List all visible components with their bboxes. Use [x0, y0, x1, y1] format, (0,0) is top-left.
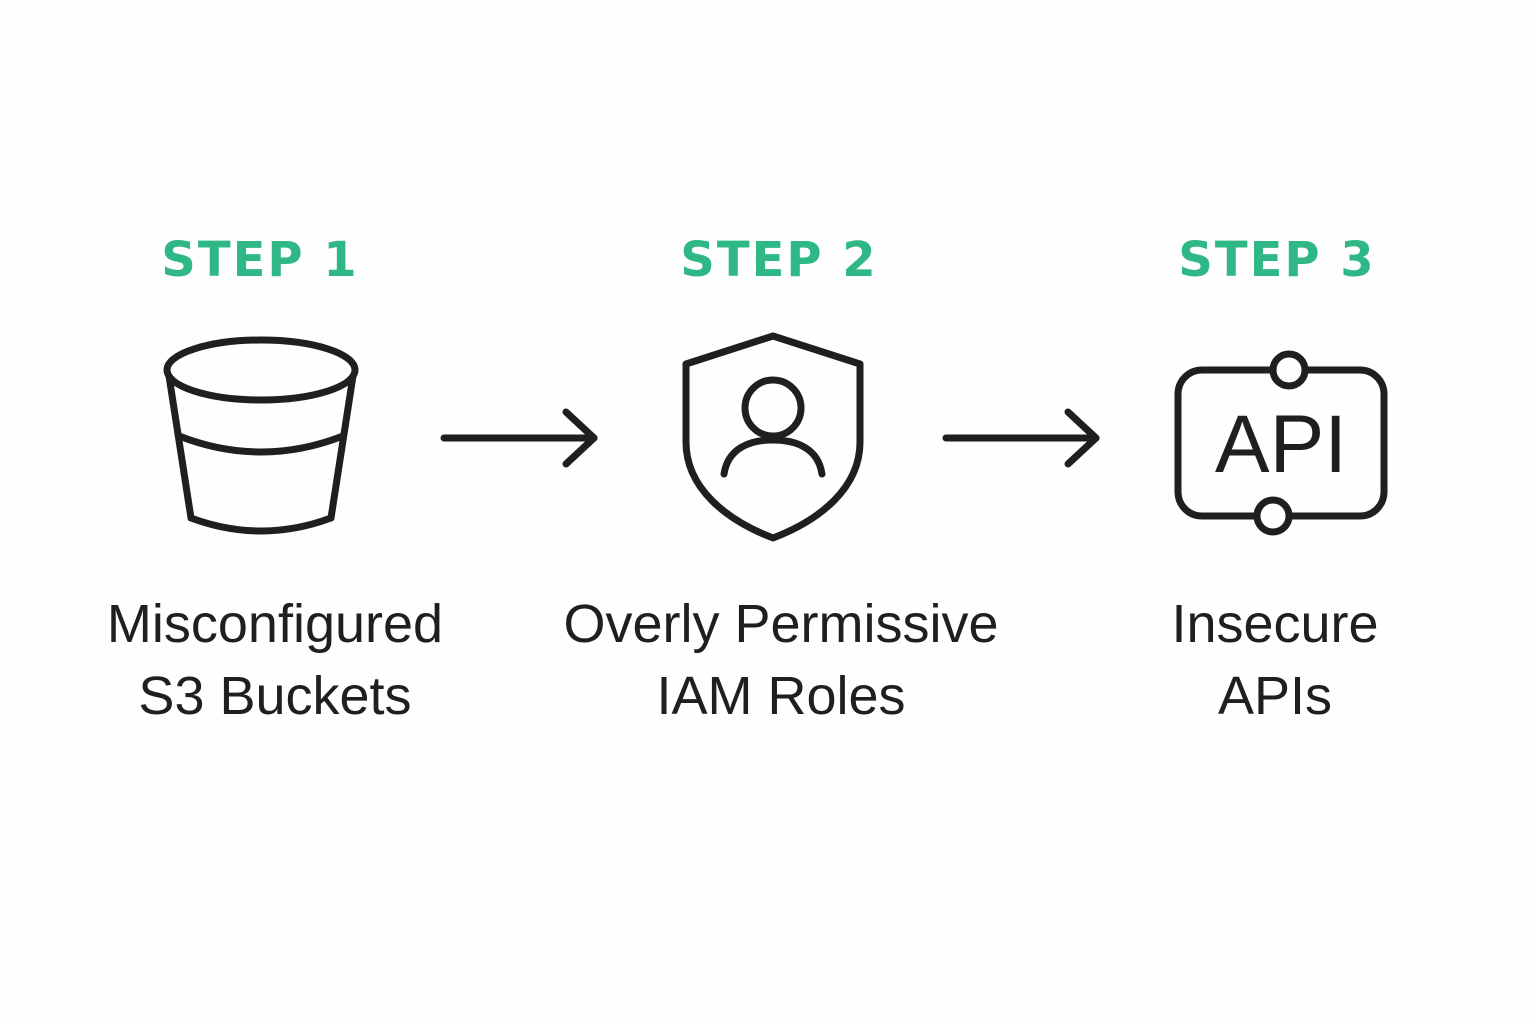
shield-user-icon: [676, 330, 870, 546]
step-2-label: STEP 2: [680, 232, 878, 288]
step-1-caption-line-2: S3 Buckets: [138, 666, 412, 726]
step-3-label: STEP 3: [1178, 232, 1376, 288]
step-3-caption: Insecure APIs: [1025, 588, 1525, 732]
step-2-caption: Overly Permissive IAM Roles: [531, 588, 1031, 732]
step-1-caption-line-1: Misconfigured: [106, 594, 444, 654]
api-icon: API: [1170, 346, 1392, 538]
step-1-caption: Misconfigured S3 Buckets: [25, 588, 525, 732]
bucket-icon: [158, 332, 364, 544]
step-3-caption-line-1: Insecure: [1171, 594, 1379, 654]
step-3-caption-line-2: APIs: [1217, 666, 1333, 726]
arrow-right-icon: [440, 406, 602, 475]
arrow-right-icon: [942, 406, 1104, 475]
step-1-label: STEP 1: [161, 232, 359, 288]
api-icon-text: API: [1215, 399, 1347, 490]
step-2-caption-line-1: Overly Permissive: [563, 594, 999, 654]
step-2-caption-line-2: IAM Roles: [656, 666, 906, 726]
